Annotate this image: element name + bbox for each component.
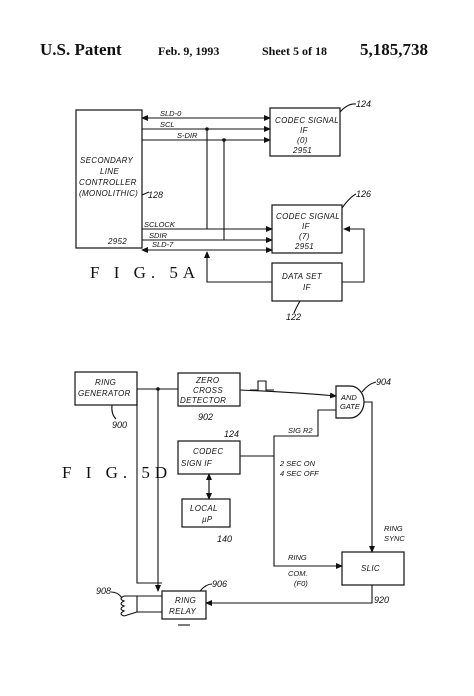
zero-cross-ref-number: 902 — [198, 412, 213, 422]
zero-cross-label-line-2: CROSS — [193, 386, 223, 395]
dataset-ref-leader — [293, 300, 301, 314]
zero-cross-to-and-wire — [239, 389, 337, 399]
ring-relay-label-line-1: RING — [175, 596, 196, 605]
dataset-label-line-2: IF — [303, 283, 312, 292]
codec0-label-line-2: IF — [300, 126, 309, 135]
sheet-number: Sheet 5 of 18 — [262, 44, 327, 58]
codec7-label-line-2: IF — [302, 222, 311, 231]
coil-leads — [123, 595, 138, 617]
codec7-ref-number: 126 — [356, 189, 371, 199]
codec7-ref-leader — [341, 193, 357, 209]
codec-signal-if-0-block — [269, 107, 341, 157]
controller-part-number: 2952 — [107, 237, 127, 246]
ring-com-label-line-2: COM. — [288, 569, 308, 578]
cadence-label-line-2: 4 SEC OFF — [280, 469, 319, 478]
codec0-ref-number: 124 — [356, 99, 371, 109]
codec-sign-if-block — [177, 440, 241, 475]
ring-com-label-line-1: RING — [288, 553, 307, 562]
codec7-label-line-1: CODEC SIGNAL — [276, 212, 340, 221]
ring-command-wire — [273, 456, 343, 569]
ring-generator-ref-leader — [111, 404, 117, 420]
dataset-ref-number: 122 — [286, 312, 301, 322]
and-gate-label-line-1: AND — [340, 393, 357, 402]
coil-ref-leader — [110, 591, 123, 599]
secondary-line-controller-block — [75, 109, 143, 249]
slic-label: SLIC — [361, 564, 380, 573]
ring-generator-label-line-1: RING — [95, 378, 116, 387]
sig-r2-label: SIG R2 — [288, 426, 313, 435]
codec0-label-line-3: (0) — [297, 136, 308, 145]
coil-ref-number: 908 — [96, 586, 111, 596]
zero-cross-label-line-1: ZERO — [195, 376, 219, 385]
figure-5a: SECONDARY LINE CONTROLLER (MONOLITHIC) 2… — [75, 99, 371, 322]
ring-sync-label-line-2: SYNC — [384, 534, 405, 543]
scl-junction-dot — [205, 127, 209, 131]
controller-label-line-2: LINE — [100, 167, 119, 176]
dataset-to-controller-wire — [204, 251, 272, 283]
codec-to-and-wire — [240, 409, 336, 457]
ring-relay-ref-leader — [199, 583, 213, 592]
codec0-ref-leader — [339, 103, 357, 113]
cadence-label-line-1: 2 SEC ON — [279, 459, 316, 468]
and-gate-symbol — [335, 385, 365, 419]
ring-generator-label-line-2: GENERATOR — [78, 389, 131, 398]
local-up-label-line-1: LOCAL — [190, 504, 218, 513]
generator-line-b — [136, 400, 162, 584]
ring-com-label-line-3: (F0) — [294, 579, 308, 588]
and-gate-label-line-2: GATE — [340, 402, 361, 411]
coil-winding-icon — [120, 595, 126, 617]
dataset-to-codec7-wire — [342, 226, 365, 283]
codec-sign-label-line-1: CODEC — [193, 447, 223, 456]
dataset-label-line-1: DATA SET — [282, 272, 323, 281]
sld0-label: SLD-0 — [160, 109, 182, 118]
generator-junction-dot — [156, 387, 160, 391]
and-gate-ref-leader — [361, 381, 377, 393]
ring-relay-ref-number: 906 — [212, 579, 227, 589]
data-set-if-block — [271, 262, 343, 302]
codec0-label-line-1: CODEC SIGNAL — [275, 116, 339, 125]
sdir-bottom-label: SDIR — [149, 231, 168, 240]
patent-number: 5,185,738 — [360, 40, 428, 59]
local-up-ref-number: 140 — [217, 534, 232, 544]
ring-sync-label-line-1: RING — [384, 524, 403, 533]
sdir-top-label: S-DIR — [177, 131, 198, 140]
and-gate-ref-number: 904 — [376, 377, 391, 387]
controller-ref-leader — [141, 191, 150, 196]
controller-label-line-1: SECONDARY — [80, 156, 133, 165]
zero-cross-label-line-3: DETECTOR — [180, 396, 226, 405]
controller-label-line-4: (MONOLITHIC) — [79, 189, 138, 198]
local-up-label-line-2: µP — [202, 515, 213, 524]
fig-5a-caption: F I G. 5A — [90, 263, 200, 282]
slic-ref-number: 920 — [374, 595, 389, 605]
sld7-label: SLD-7 — [152, 240, 174, 249]
fig-5d-caption: F I G. 5D — [62, 463, 172, 482]
ring-generator-ref-number: 900 — [112, 420, 127, 430]
pulse-waveform-icon — [250, 380, 274, 391]
controller-ref-number: 128 — [148, 190, 163, 200]
sdir-junction-dot — [222, 138, 226, 142]
slic-to-relay-wire — [205, 585, 373, 606]
patent-label: U.S. Patent — [40, 40, 122, 59]
scl-label: SCL — [160, 120, 175, 129]
codec0-label-line-4: 2951 — [292, 146, 312, 155]
figure-5d: RING GENERATOR 900 ZERO CROSS DETECTOR 9… — [62, 371, 405, 626]
sclock-label: SCLOCK — [144, 220, 176, 229]
and-to-slic-wire — [364, 401, 375, 553]
ring-relay-label-line-2: RELAY — [169, 607, 197, 616]
patent-date: Feb. 9, 1993 — [158, 44, 220, 58]
codec7-label-line-4: 2951 — [294, 242, 314, 251]
codec-sign-ref-number: 124 — [224, 429, 239, 439]
codec7-label-line-3: (7) — [299, 232, 310, 241]
codec-sign-label-line-2: SIGN IF — [181, 459, 213, 468]
controller-label-line-3: CONTROLLER — [79, 178, 137, 187]
